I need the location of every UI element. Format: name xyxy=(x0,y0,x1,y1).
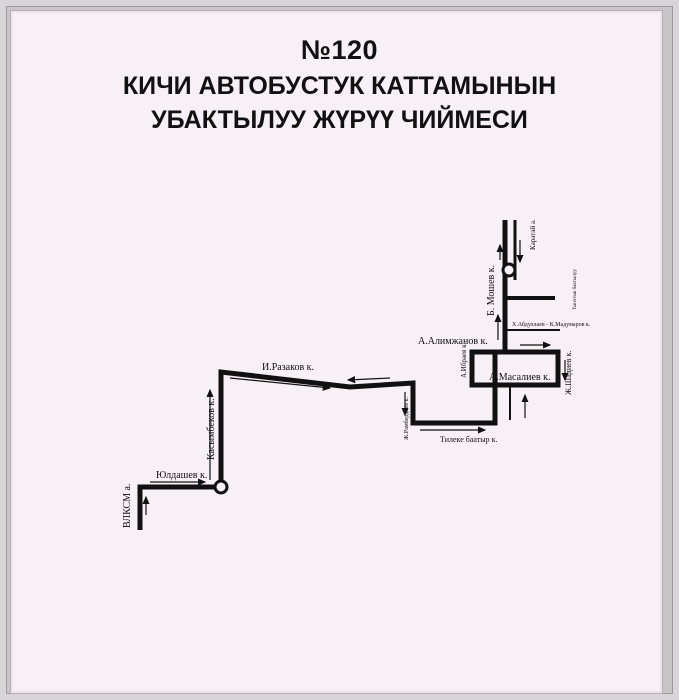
street-label-tynchtyk: Тынчтык бактылуу xyxy=(573,269,578,310)
street-label-razakov: И.Разаков к. xyxy=(262,362,314,373)
street-label-shadiev: Ж.Шадиев к. xyxy=(564,351,573,395)
street-label-moshev: Б. Мошев к. xyxy=(486,265,497,316)
street-label-ramberdiev: Ж.Рамбердиев к. xyxy=(403,397,410,440)
street-label-yuldashev: Юлдашев к. xyxy=(156,470,207,481)
terminal-stop-icon xyxy=(501,262,517,278)
street-label-abdullaev: Х.Абдуллаев - К.Мадумаров к. xyxy=(512,321,591,328)
route-number: №120 xyxy=(300,35,379,65)
street-label-ibraev: А.Ибраев к. xyxy=(460,342,468,378)
title-line-1: КИЧИ АВТОБУСТУК КАТТАМЫНЫН xyxy=(122,72,557,100)
street-label-kasymbekov: Касымбеков к. xyxy=(206,398,217,460)
street-label-baatyr: Тилеке баатыр к. xyxy=(440,435,497,444)
title-line-2: УБАКТЫЛУУ ЖҮРҮҮ ЧИЙМЕСИ xyxy=(151,106,528,134)
street-label-karatay: Каратай а. xyxy=(529,219,537,250)
direction-arrow-icon xyxy=(142,240,569,515)
street-label-vlksm: ВЛКСМ а. xyxy=(122,484,133,529)
street-label-masaliev: А.Масалиев к. xyxy=(489,372,551,383)
street-label-alimzhanov: А.Алимжанов к. xyxy=(418,336,488,347)
terminal-stop-icon xyxy=(213,479,229,495)
